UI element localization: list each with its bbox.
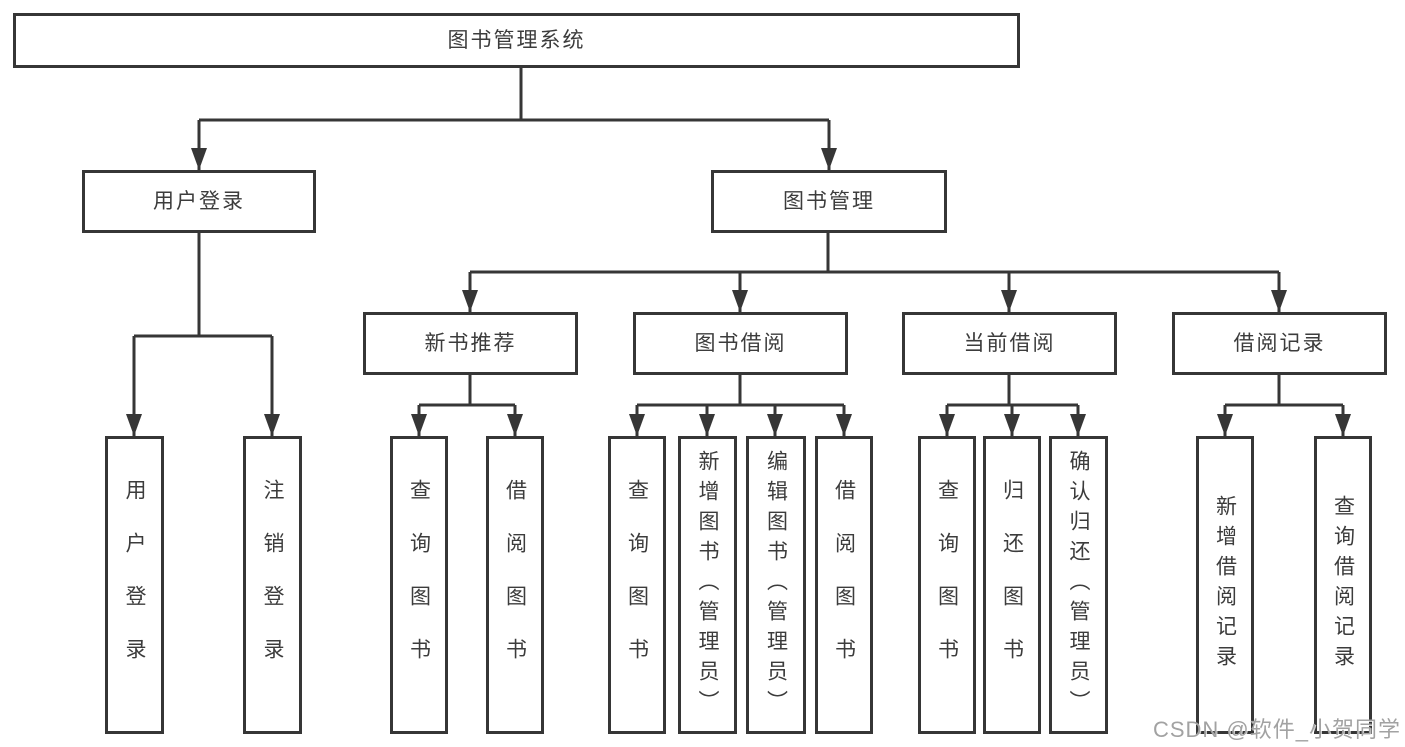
leaf-borrow-query-book-label: 查询图书: [625, 479, 649, 691]
leaf-user-login: 用户登录: [105, 436, 164, 734]
node-user-login-label: 用户登录: [153, 190, 245, 213]
leaf-current-query-book-label: 查询图书: [935, 479, 959, 691]
leaf-record-query-label: 查询借阅记录: [1331, 495, 1355, 675]
leaf-logout-label: 注销登录: [261, 479, 284, 691]
leaf-record-add-label: 新增借阅记录: [1213, 495, 1237, 675]
node-root-system: 图书管理系统: [13, 13, 1020, 68]
csdn-watermark: CSDN @软件_小贺同学: [1152, 717, 1401, 742]
leaf-user-login-label: 用户登录: [123, 479, 146, 691]
leaf-rec-query-book: 查询图书: [390, 436, 448, 734]
leaf-borrow-add-book-admin: 新增图书（管理员）: [678, 436, 737, 734]
leaf-borrow-query-book: 查询图书: [608, 436, 666, 734]
leaf-current-query-book: 查询图书: [918, 436, 976, 734]
node-borrow-record-label: 借阅记录: [1233, 332, 1326, 355]
leaf-rec-query-book-label: 查询图书: [407, 479, 431, 691]
leaf-record-add: 新增借阅记录: [1196, 436, 1254, 734]
leaf-logout: 注销登录: [243, 436, 302, 734]
leaf-current-confirm-return-admin-label: 确认归还（管理员）: [1067, 450, 1090, 720]
leaf-borrow-lend-book: 借阅图书: [815, 436, 873, 734]
node-user-login: 用户登录: [82, 170, 316, 233]
node-current-borrow-label: 当前借阅: [963, 332, 1056, 355]
node-new-book-recommend: 新书推荐: [363, 312, 578, 375]
node-root-label: 图书管理系统: [447, 29, 586, 52]
leaf-borrow-edit-book-admin-label: 编辑图书（管理员）: [764, 450, 788, 720]
node-current-borrow: 当前借阅: [902, 312, 1117, 375]
leaf-rec-borrow-book: 借阅图书: [486, 436, 544, 734]
leaf-rec-borrow-book-label: 借阅图书: [503, 479, 527, 691]
node-borrow-record: 借阅记录: [1172, 312, 1387, 375]
leaf-current-return-book-label: 归还图书: [1000, 479, 1024, 691]
node-book-management: 图书管理: [711, 170, 947, 233]
leaf-borrow-add-book-admin-label: 新增图书（管理员）: [696, 450, 719, 720]
leaf-borrow-lend-book-label: 借阅图书: [832, 479, 856, 691]
node-book-borrow: 图书借阅: [633, 312, 848, 375]
leaf-current-confirm-return-admin: 确认归还（管理员）: [1049, 436, 1108, 734]
leaf-current-return-book: 归还图书: [983, 436, 1041, 734]
node-new-book-recommend-label: 新书推荐: [424, 332, 517, 355]
leaf-borrow-edit-book-admin: 编辑图书（管理员）: [746, 436, 806, 734]
leaf-record-query: 查询借阅记录: [1314, 436, 1372, 734]
node-book-management-label: 图书管理: [783, 190, 875, 213]
node-book-borrow-label: 图书借阅: [694, 332, 787, 355]
